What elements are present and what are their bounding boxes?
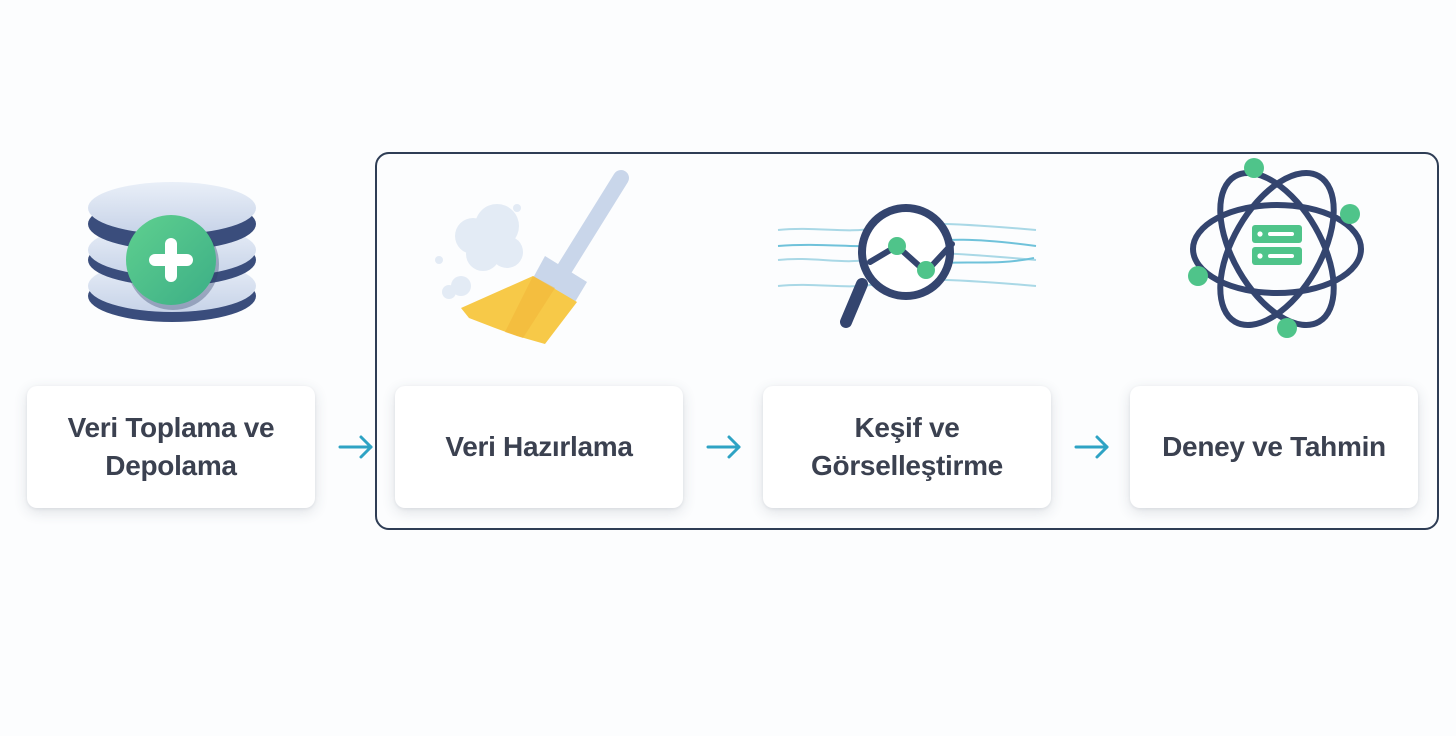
broom-icon [435, 170, 629, 344]
step-card-exploration: Keşif ve Görselleştirme [763, 386, 1051, 508]
atom-server-icon [1188, 158, 1364, 338]
step-label: Deney ve Tahmin [1162, 431, 1386, 462]
arrow-right-icon [1074, 435, 1109, 459]
arrow-right-icon [338, 435, 373, 459]
step-card-experiment: Deney ve Tahmin [1130, 386, 1418, 508]
arrow-right-icon [706, 435, 741, 459]
step-label: Veri Hazırlama [445, 431, 633, 462]
step-card-data-collection: Veri Toplama ve Depolama [27, 386, 315, 508]
step-label: Veri Toplama ve Depolama [67, 412, 275, 481]
database-add-icon [88, 182, 256, 322]
step-card-data-preparation: Veri Hazırlama [395, 386, 683, 508]
magnifier-chart-icon [777, 204, 1037, 328]
step-label: Keşif ve Görselleştirme [811, 412, 1003, 481]
pipeline-group-frame [375, 152, 1439, 530]
